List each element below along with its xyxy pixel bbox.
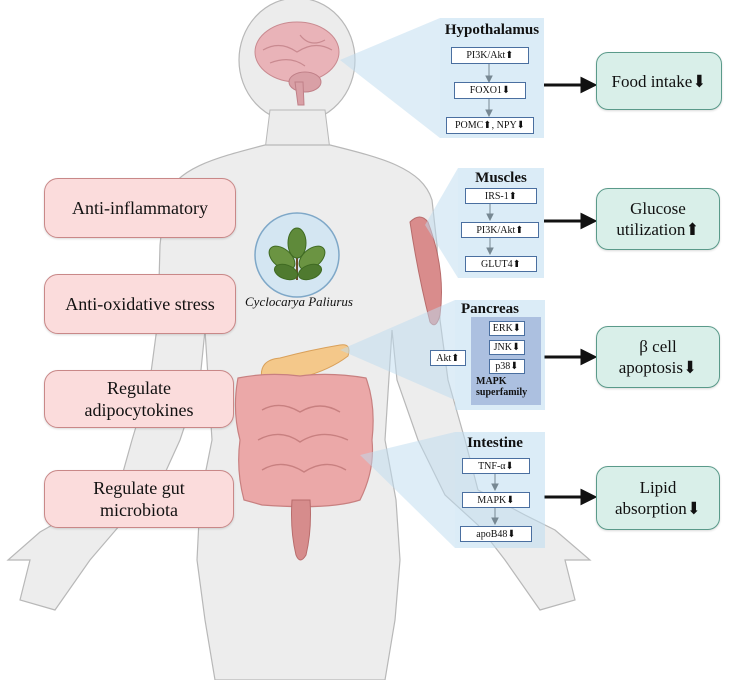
intestine-marker-2: MAPK⬇ [462, 492, 530, 508]
muscles-projection [425, 168, 458, 278]
outcome-food-intake: Food intake⬇ [596, 52, 722, 110]
muscles-marker-2: PI3K/Akt⬆ [461, 222, 539, 238]
hypothalamus-marker-3: POMC⬆, NPY⬇ [446, 117, 534, 134]
plant-label: Cyclocarya Paliurus [245, 294, 353, 309]
hypothalamus-marker-1: PI3K/Akt⬆ [451, 47, 529, 64]
intestine-title: Intestine [467, 435, 523, 451]
hypothalamus-marker-2: FOXO1⬇ [454, 82, 526, 99]
cyclocarya-leaf-icon [254, 212, 340, 298]
brain-illustration [254, 21, 340, 106]
pancreas-akt-marker: Akt⬆ [430, 350, 466, 366]
outcome-arrows [544, 76, 598, 506]
hypothalamus-title: Hypothalamus [444, 22, 540, 38]
effect-regulate-gut-microbiota: Regulate gut microbiota [44, 470, 234, 528]
intestine-marker-3: apoB48⬇ [460, 526, 532, 542]
pancreas-projection [340, 300, 455, 400]
outcome-glucose-utilization: Glucose utilization⬆ [596, 188, 720, 250]
hypothalamus-projection [340, 18, 440, 138]
muscles-marker-3: GLUT4⬆ [465, 256, 537, 272]
intestine-illustration [234, 373, 374, 561]
effect-anti-oxidative-stress: Anti-oxidative stress [44, 274, 236, 334]
outcome-lipid-absorption: Lipid absorption⬇ [596, 466, 720, 530]
muscles-title: Muscles [475, 170, 527, 186]
effect-regulate-adipocytokines: Regulate adipocytokines [44, 370, 234, 428]
pancreas-marker-jnk: JNK⬇ [489, 340, 525, 355]
mapk-superfamily-label: MAPK superfamily [476, 376, 528, 398]
pancreas-marker-erk: ERK⬇ [489, 321, 525, 336]
pancreas-title: Pancreas [460, 301, 520, 317]
intestine-marker-1: TNF-α⬇ [462, 458, 530, 474]
muscles-marker-1: IRS-1⬆ [465, 188, 537, 204]
outcome-beta-cell-apoptosis: β cell apoptosis⬇ [596, 326, 720, 388]
intestine-projection [360, 432, 455, 548]
effect-anti-inflammatory: Anti-inflammatory [44, 178, 236, 238]
pancreas-marker-p38: p38⬇ [489, 359, 525, 374]
